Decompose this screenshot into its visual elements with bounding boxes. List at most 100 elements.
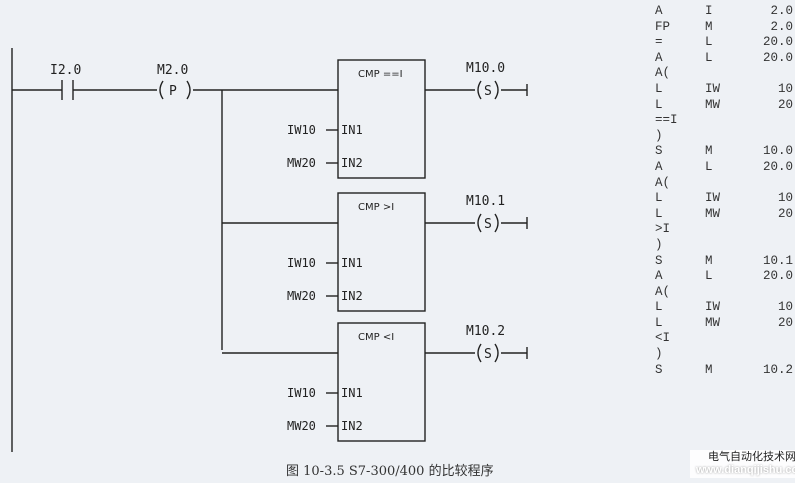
in1-pin: IN1 bbox=[341, 386, 363, 400]
output-label: M10.0 bbox=[466, 61, 505, 76]
edge-coil-label: M2.0 bbox=[157, 63, 188, 78]
stl-op: A bbox=[655, 50, 663, 65]
output-label: M10.2 bbox=[466, 324, 505, 339]
stl-operand: M bbox=[705, 144, 713, 159]
stl-line: ==I bbox=[655, 113, 793, 129]
stl-line: A( bbox=[655, 285, 793, 301]
in2-pin: IN2 bbox=[341, 289, 363, 303]
stl-op: ) bbox=[655, 237, 663, 252]
set-coil bbox=[477, 80, 482, 100]
stl-addr: 20.0 bbox=[762, 50, 793, 65]
stl-line: A( bbox=[655, 176, 793, 192]
set-coil bbox=[477, 343, 482, 363]
stl-operand: M bbox=[705, 362, 713, 377]
stl-operand: L bbox=[705, 50, 713, 65]
stl-op: L bbox=[655, 315, 663, 330]
in2-pin: IN2 bbox=[341, 156, 363, 170]
set-coil bbox=[477, 213, 482, 233]
stl-operand: MW bbox=[705, 97, 721, 112]
stl-op: FP bbox=[655, 19, 671, 34]
stl-addr: 2.0 bbox=[770, 19, 793, 34]
stl-line: A L 20.0 bbox=[655, 160, 793, 176]
stl-line: A( bbox=[655, 66, 793, 82]
in2-operand: MW20 bbox=[287, 419, 316, 433]
stl-line: >I bbox=[655, 222, 793, 238]
in1-operand: IW10 bbox=[287, 256, 316, 270]
compare-title: CMP <I bbox=[358, 332, 394, 343]
stl-addr: 10 bbox=[777, 191, 793, 206]
stl-line: L IW 10 bbox=[655, 82, 793, 98]
stl-op: S bbox=[655, 253, 663, 268]
in2-pin: IN2 bbox=[341, 419, 363, 433]
stl-op: A bbox=[655, 159, 663, 174]
in1-operand: IW10 bbox=[287, 386, 316, 400]
stl-op: ) bbox=[655, 128, 663, 143]
output-label: M10.1 bbox=[466, 194, 505, 209]
compare-box bbox=[337, 322, 426, 442]
stl-line: A L 20.0 bbox=[655, 51, 793, 67]
stl-op: L bbox=[655, 300, 663, 315]
stl-op: <I bbox=[655, 331, 671, 346]
edge-coil-symbol: P bbox=[169, 84, 177, 99]
in2-operand: MW20 bbox=[287, 156, 316, 170]
stl-op: ==I bbox=[655, 113, 678, 128]
edge-coil-m2-0: P M2.0 bbox=[157, 63, 338, 100]
stl-line: L MW 20 bbox=[655, 207, 793, 223]
stl-addr: 20 bbox=[777, 206, 793, 221]
stl-line: ) bbox=[655, 129, 793, 145]
contact-i2-0: I2.0 bbox=[12, 63, 157, 100]
stl-operand: M bbox=[705, 19, 713, 34]
stl-op: S bbox=[655, 362, 663, 377]
watermark: 电气自动化技术网 www.dianqijishu.com bbox=[690, 450, 795, 478]
stl-addr: 20.0 bbox=[762, 35, 793, 50]
stl-line: ) bbox=[655, 347, 793, 363]
stl-addr: 20.0 bbox=[762, 269, 793, 284]
stl-operand: L bbox=[705, 159, 713, 174]
stl-operand: M bbox=[705, 253, 713, 268]
stl-op: S bbox=[655, 144, 663, 159]
stl-addr: 20.0 bbox=[762, 159, 793, 174]
watermark-name: 电气自动化技术网 bbox=[708, 451, 795, 463]
stl-addr: 10 bbox=[777, 81, 793, 96]
compare-title: CMP >I bbox=[358, 202, 394, 213]
stl-operand: MW bbox=[705, 206, 721, 221]
set-coil-symbol: S bbox=[484, 84, 492, 99]
stl-op: A bbox=[655, 269, 663, 284]
contact-label: I2.0 bbox=[50, 63, 81, 78]
stl-operand: I bbox=[705, 4, 713, 18]
stl-op: A( bbox=[655, 66, 671, 81]
stl-line: ) bbox=[655, 238, 793, 254]
stl-op: L bbox=[655, 206, 663, 221]
stl-op: ) bbox=[655, 347, 663, 362]
stl-line: S M 10.0 bbox=[655, 144, 793, 160]
compare-title: CMP ==I bbox=[358, 69, 403, 80]
figure-caption: 图 10-3.5 S7-300/400 的比较程序 bbox=[286, 464, 494, 479]
stl-operand: IW bbox=[705, 300, 721, 315]
stl-op: A( bbox=[655, 175, 671, 190]
stl-addr: 20 bbox=[777, 97, 793, 112]
stl-op: A( bbox=[655, 284, 671, 299]
stl-op: L bbox=[655, 81, 663, 96]
stl-op: = bbox=[655, 35, 663, 50]
in2-operand: MW20 bbox=[287, 289, 316, 303]
compare-box bbox=[337, 192, 426, 312]
stl-line: FP M 2.0 bbox=[655, 20, 793, 36]
compare-box bbox=[337, 59, 426, 179]
in1-operand: IW10 bbox=[287, 123, 316, 137]
stl-addr: 20 bbox=[777, 315, 793, 330]
stl-operand: L bbox=[705, 269, 713, 284]
in1-pin: IN1 bbox=[341, 256, 363, 270]
stl-operand: IW bbox=[705, 81, 721, 96]
stl-addr: 10.0 bbox=[762, 144, 793, 159]
